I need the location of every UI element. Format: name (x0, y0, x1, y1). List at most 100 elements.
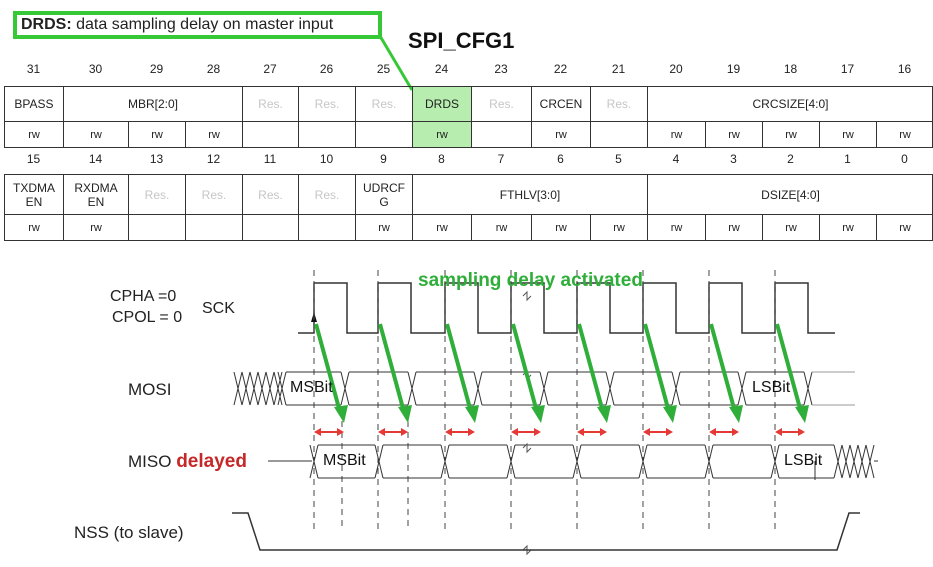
mosi-cross (737, 371, 747, 406)
break-mark (522, 290, 532, 302)
sampling-delay-title: sampling delay activated (418, 270, 643, 291)
mosi-label: MOSI (128, 380, 172, 399)
register-field: Res. (298, 174, 355, 214)
bit-number: 28 (206, 62, 221, 76)
access-cell: rw (63, 214, 128, 240)
register-field: Res. (128, 174, 185, 214)
register-field: DRDS (412, 86, 471, 121)
mosi-hatch (265, 371, 275, 406)
callout-bold: DRDS: (21, 16, 72, 33)
access-cell: rw (4, 214, 63, 240)
bit-number: 2 (787, 152, 794, 166)
mosi-hatch (233, 371, 243, 406)
cpol-label: CPOL = 0 (112, 309, 183, 326)
register-field: Res. (185, 174, 242, 214)
miso-msbit: MSBit (323, 452, 366, 469)
access-cell: rw (762, 214, 819, 240)
miso-hatch (857, 444, 867, 479)
access-cell: rw (531, 121, 590, 147)
sampling-delay-arrowhead (465, 405, 479, 423)
bit-number: 16 (897, 62, 912, 76)
register-field: Res. (590, 86, 647, 121)
delay-arrowhead-right (666, 428, 673, 436)
cpha-label: CPHA =0 (110, 288, 177, 305)
register-field: UDRCF G (355, 174, 412, 214)
sampling-delay-arrow (314, 323, 342, 413)
access-cell: rw (819, 121, 876, 147)
bit-number: 3 (730, 152, 737, 166)
miso-hatch (865, 444, 875, 479)
access-cell: rw (4, 121, 63, 147)
bit-number: 1 (844, 152, 851, 166)
bit-number: 19 (726, 62, 741, 76)
callout-text: data sampling delay on master input (71, 16, 334, 33)
miso-hatch (841, 444, 851, 479)
callout-connector (378, 35, 414, 91)
access-cell: rw (876, 121, 933, 147)
mosi-cross (473, 371, 483, 406)
register-field: Res. (242, 174, 298, 214)
mosi-hatch (249, 371, 259, 406)
access-cell: rw (705, 214, 762, 240)
delayed-text: delayed (176, 451, 247, 472)
access-cell (242, 214, 298, 240)
bit-number: 11 (263, 152, 277, 166)
nss-waveform (232, 512, 860, 551)
sampling-delay-arrowhead (531, 405, 545, 423)
bit-number: 23 (494, 62, 508, 76)
register-field: RXDMA EN (63, 174, 128, 214)
access-cell (355, 121, 412, 147)
timing-svg (232, 270, 878, 556)
nss-label: NSS (to slave) (74, 523, 184, 542)
register-field: Res. (242, 86, 298, 121)
bit-number: 4 (672, 152, 680, 166)
delay-arrowhead-left (775, 428, 782, 436)
delay-arrowhead-right (600, 428, 607, 436)
sampling-delay-arrow (445, 323, 473, 413)
sampling-delay-arrowhead (795, 405, 809, 423)
bit-number: 9 (380, 152, 387, 166)
register-field: Res. (355, 86, 412, 121)
register-field: MBR[2:0] (63, 86, 242, 121)
bit-number: 8 (438, 152, 445, 166)
sampling-delay-arrow (709, 323, 737, 413)
delay-arrowhead-right (337, 428, 344, 436)
delay-arrowhead-right (732, 428, 739, 436)
delay-arrowhead-left (643, 428, 650, 436)
break-mark (522, 442, 532, 454)
delay-arrowhead-left (314, 428, 321, 436)
access-cell: rw (128, 121, 185, 147)
miso-cross (704, 444, 714, 479)
miso-cross (374, 444, 384, 479)
mosi-cross (277, 371, 287, 406)
sampling-delay-arrowhead (729, 405, 743, 423)
bit-number: 30 (88, 62, 103, 76)
delay-arrowhead-right (401, 428, 408, 436)
access-cell: rw (63, 121, 128, 147)
mosi-hatch (257, 371, 267, 406)
miso-cross (770, 444, 780, 479)
mosi-cross (803, 371, 813, 406)
bit-number: 22 (553, 62, 568, 76)
bit-number: 14 (88, 152, 103, 166)
bit-number: 12 (206, 152, 221, 166)
miso-hatch (849, 444, 859, 479)
bit-number: 26 (319, 62, 334, 76)
bit-number: 0 (901, 152, 908, 166)
access-cell: rw (185, 121, 242, 147)
mosi-lsbit: LSBit (752, 379, 791, 396)
access-cell (128, 214, 185, 240)
miso-label: MISO delayed (128, 451, 247, 473)
mosi-cross (605, 371, 615, 406)
access-cell: rw (412, 214, 471, 240)
register-field: DSIZE[4:0] (647, 174, 933, 214)
sampling-delay-arrowhead (398, 405, 412, 423)
bit-number: 21 (611, 62, 626, 76)
mosi-cross (340, 371, 350, 406)
delay-arrowhead-left (511, 428, 518, 436)
access-cell (185, 214, 242, 240)
access-cell: rw (531, 214, 590, 240)
bit-number: 10 (319, 152, 334, 166)
bit-number: 29 (149, 62, 164, 76)
